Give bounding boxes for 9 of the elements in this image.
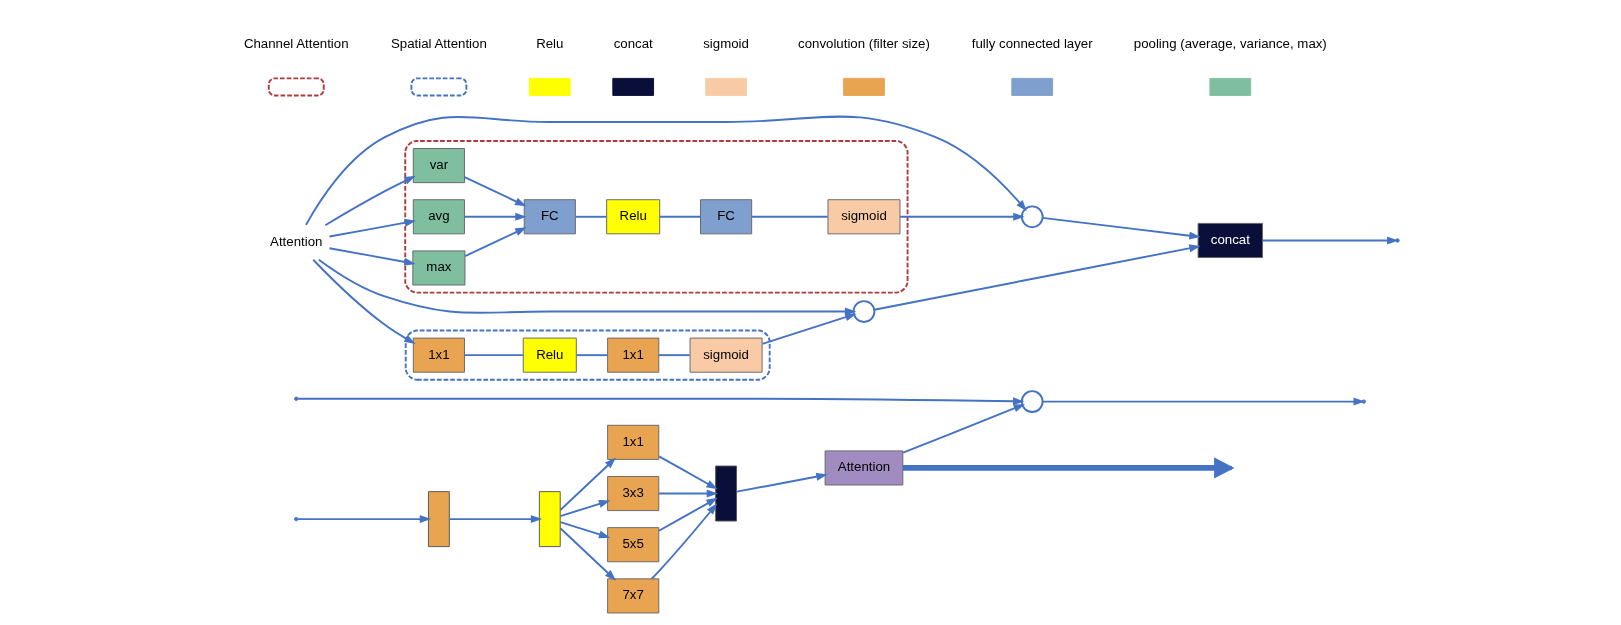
legend-label: pooling (average, variance, max) (1133, 35, 1327, 51)
node-text: Attention (269, 233, 322, 249)
legend-label: Relu (535, 35, 563, 51)
legend-label: Channel Attention (243, 35, 349, 51)
legend-label: sigmoid (702, 35, 749, 51)
legend-label: fully connected layer (971, 35, 1093, 51)
legend-label: concat (613, 35, 653, 51)
legend-label: convolution (filter size) (797, 35, 930, 51)
legend-label: Spatial Attention (390, 35, 487, 51)
